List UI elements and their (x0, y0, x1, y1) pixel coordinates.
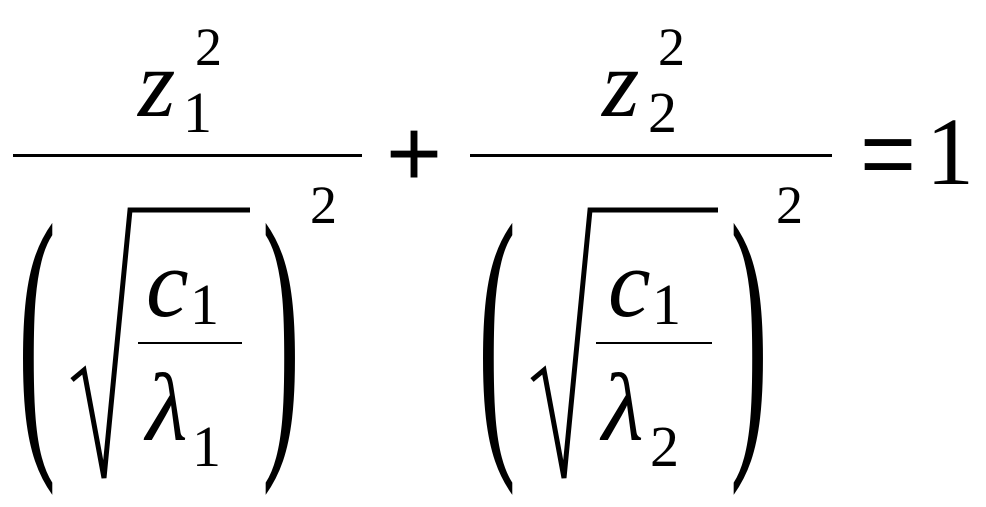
term1-numerator-base: z (138, 30, 176, 137)
term1-sqrt-numerator-base: c (146, 230, 189, 337)
term2-sqrt-numerator-subscript: 1 (652, 272, 681, 337)
term1-numerator-exponent: 2 (195, 17, 222, 77)
term2-right-paren: ) (730, 164, 768, 496)
term2-numerator-subscript: 2 (648, 80, 677, 145)
term2-denominator-exponent: 2 (776, 175, 803, 235)
rhs-value: 1 (926, 98, 974, 205)
term2-sqrt-numerator-base: c (608, 230, 651, 337)
term2-numerator-exponent: 2 (658, 17, 685, 77)
term1-sqrt-denominator-subscript: 1 (192, 414, 221, 479)
term1-sqrt-denominator-base: λ (146, 354, 188, 461)
term2-left-paren: ( (478, 164, 516, 496)
term1-numerator-subscript: 1 (183, 80, 212, 145)
term1-denominator-exponent: 2 (310, 175, 337, 235)
plus-operator: + (386, 100, 443, 207)
term1-fraction-bar (13, 154, 362, 157)
term1-sqrt-numerator-subscript: 1 (190, 272, 219, 337)
term2-numerator-base: z (602, 30, 640, 137)
term2-inner-fraction-bar (596, 342, 712, 344)
term1-left-paren: ( (18, 164, 56, 496)
term2-sqrt-icon (530, 207, 718, 479)
term2-sqrt-denominator-subscript: 2 (650, 414, 679, 479)
equals-operator: = (860, 100, 917, 207)
term1-right-paren: ) (262, 164, 300, 496)
term2-sqrt-denominator-base: λ (602, 354, 644, 461)
term2-fraction-bar (470, 154, 832, 157)
term1-sqrt-icon (70, 207, 250, 479)
term1-inner-fraction-bar (138, 342, 242, 344)
